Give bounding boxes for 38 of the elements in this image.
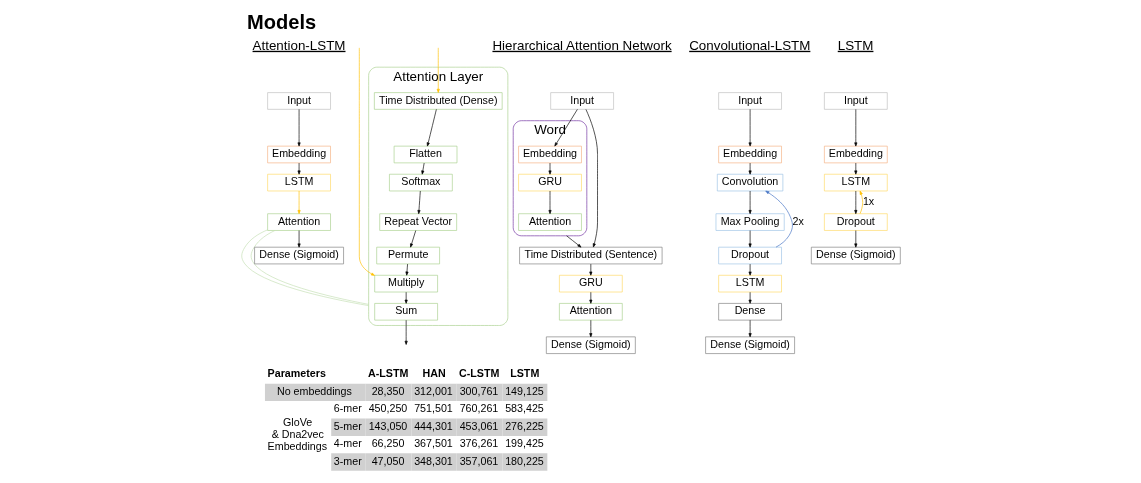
label: 453,061	[459, 419, 498, 432]
label: 444,301	[413, 419, 453, 432]
label: 583,425	[504, 402, 544, 415]
label: 180,225	[504, 454, 544, 467]
label: Hierarchical Attention Network	[491, 37, 672, 53]
label: No embeddings	[276, 384, 352, 397]
label: 149,125	[504, 384, 544, 397]
label: 300,761	[459, 384, 498, 397]
label: 348,301	[413, 454, 453, 467]
label: 450,250	[368, 402, 407, 415]
label: 143,050	[368, 419, 407, 432]
label: 376,261	[459, 437, 498, 450]
label: 276,225	[504, 419, 544, 432]
label: 312,001	[413, 384, 453, 397]
edge-label: 1x	[862, 194, 874, 207]
label: Attention-LSTM	[252, 37, 345, 53]
label: 66,250	[371, 437, 404, 450]
label: 3-mer	[333, 454, 362, 467]
label: A-LSTM	[367, 366, 408, 379]
label: 199,425	[504, 437, 544, 450]
edge-label: 2x	[792, 214, 804, 227]
label: 760,261	[459, 402, 498, 415]
label: 367,501	[413, 437, 453, 450]
label: 5-mer	[333, 419, 362, 432]
label: GloVe & Dna2vec Embeddings	[267, 416, 327, 453]
label: C-LSTM	[458, 366, 499, 379]
label: 6-mer	[333, 402, 362, 415]
label: LSTM	[837, 37, 873, 53]
label: 751,501	[413, 402, 453, 415]
label: HAN	[422, 366, 446, 379]
label: 4-mer	[333, 437, 362, 450]
diagram-title: Models	[246, 11, 316, 34]
label: LSTM	[509, 366, 539, 379]
label: 357,061	[459, 454, 498, 467]
label: 28,350	[371, 384, 404, 397]
label: Convolutional-LSTM	[688, 37, 810, 53]
label: 47,050	[371, 454, 404, 467]
label: Parameters	[267, 366, 326, 379]
